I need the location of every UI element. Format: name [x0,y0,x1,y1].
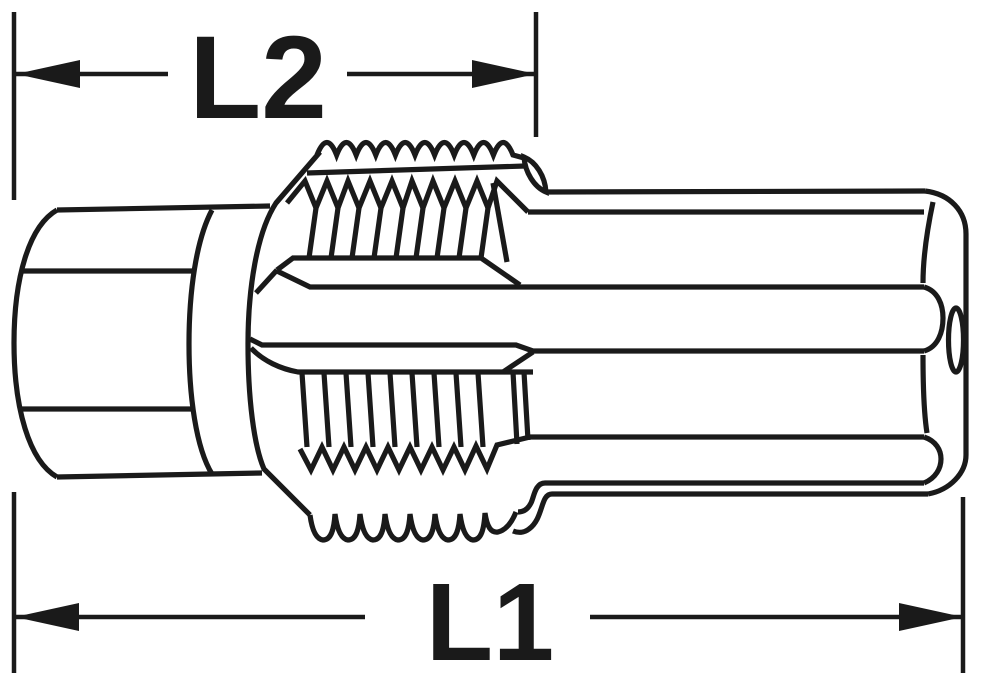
flute-upper-edge-a [275,255,522,288]
shank-bottom-edge [512,491,928,535]
thread-flanks-bottom [299,372,486,448]
thread-band-bottom-top-line [249,346,533,375]
extension-lines [11,12,966,673]
thread-bottom-scallops [307,510,519,543]
thread-runout-top [490,182,510,263]
flute-upper-edge-b [275,268,924,290]
thread-runout-flanks-bottom [510,371,531,445]
square-bottom-edge [56,470,263,480]
l1-arrow-left-icon [15,603,79,631]
square-left-arc [11,207,59,480]
lower-groove-bottom-line [517,480,924,515]
thread-zigzag-bottom [297,434,531,477]
dimension-labels: L2 L1 [189,12,554,684]
side-hole-icon [945,305,967,375]
l2-arrow-left-icon [16,60,80,88]
flute-lower-edge-c [248,336,924,354]
shank [512,188,969,535]
shank-end-chamfer-lower [920,354,930,434]
thread-left-silhouette [245,150,322,517]
square-top-edge [56,203,271,213]
shank-end-chamfer-upper [920,201,936,284]
flute-wedge-tail-top [254,268,279,295]
upper-groove-end-arc [923,284,946,354]
thread-crest-waves [314,140,525,163]
square-right-arc [186,208,215,476]
part-outline [11,140,969,543]
l2-arrow-right-icon [472,60,536,88]
l1-arrow-right-icon [899,603,963,631]
dimension-l1-label: L1 [426,561,554,684]
shank-right-face [924,188,969,497]
shank-top-edge [545,188,926,195]
lower-groove-end-arc [922,434,944,486]
thread-root-line [306,163,526,176]
thread-end-leaf [521,152,549,197]
thread-runout-bottom [501,349,535,375]
dimension-l2-label: L2 [189,12,327,144]
square-drive-end [11,203,271,480]
thread-flanks-top [306,207,491,259]
threaded-section [245,140,924,543]
dimension-arrowheads [15,60,963,631]
